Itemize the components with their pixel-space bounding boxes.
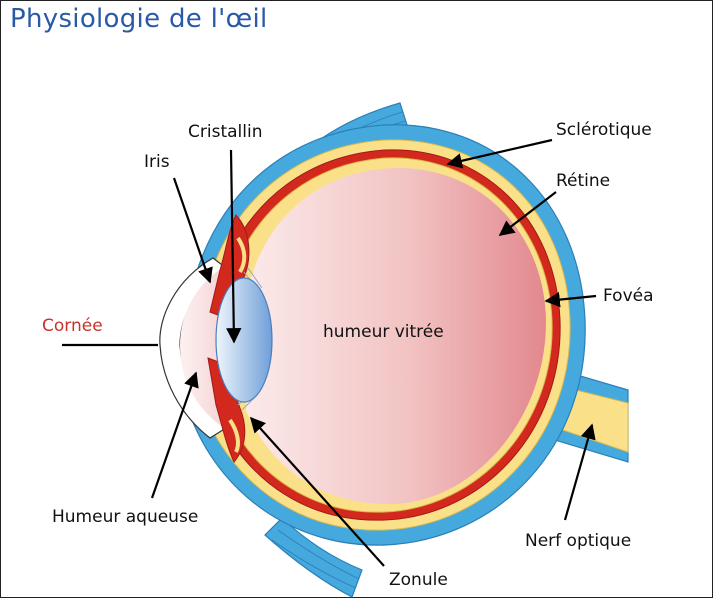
pointer-iris bbox=[172, 177, 213, 284]
pointer-lines bbox=[62, 138, 597, 567]
iris-shape bbox=[207, 214, 250, 463]
label-humeur-vitree: humeur vitrée bbox=[323, 322, 444, 342]
label-cristallin: Cristallin bbox=[188, 122, 263, 142]
label-zonule: Zonule bbox=[389, 570, 448, 590]
pointer-sclerotique bbox=[446, 138, 553, 169]
label-retine: Rétine bbox=[556, 171, 611, 191]
cristallin-lens bbox=[215, 277, 273, 403]
label-nerf-optique: Nerf optique bbox=[525, 531, 632, 551]
page-title: Physiologie de l'œil bbox=[10, 4, 268, 34]
pointer-cristallin bbox=[226, 149, 242, 344]
label-sclerotique: Sclérotique bbox=[556, 120, 652, 140]
humeur-vitree-region bbox=[246, 167, 546, 505]
label-iris: Iris bbox=[144, 152, 170, 172]
pointer-humeur-aqueuse bbox=[150, 371, 199, 499]
pointer-retine bbox=[498, 191, 557, 236]
label-cornee: Cornée bbox=[42, 316, 103, 336]
label-humeur-aqueuse: Humeur aqueuse bbox=[52, 507, 199, 527]
pointer-zonule bbox=[249, 416, 385, 567]
label-fovea: Fovéa bbox=[603, 286, 654, 306]
pointer-fovea bbox=[544, 291, 597, 308]
pointer-nerf-optique bbox=[563, 423, 596, 521]
